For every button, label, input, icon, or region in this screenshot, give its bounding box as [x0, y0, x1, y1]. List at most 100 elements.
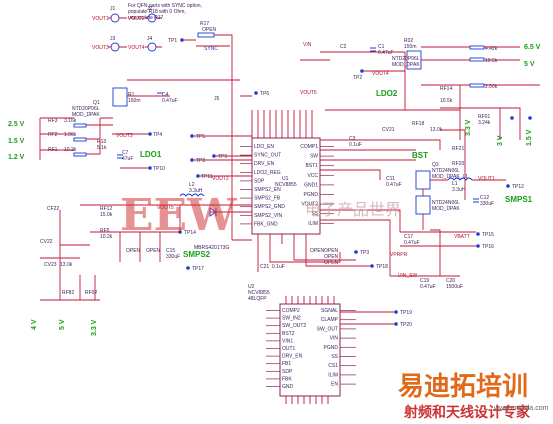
c7-ref: C7 — [122, 150, 129, 156]
rf82-label: RF82 — [62, 290, 74, 296]
rail-1v5: 1.5 V — [8, 138, 25, 145]
tp16-icon — [476, 244, 480, 248]
c3-label: C3 — [349, 136, 356, 142]
c11-label: C11 — [386, 176, 395, 182]
ic-pin-label: SMPS2_FB — [254, 196, 281, 202]
ic-pin-label: VIN1 — [282, 338, 293, 344]
ic-pin-label: SMPS2_VIN — [254, 213, 282, 219]
right-rails: 6.5 V 5 V 3.3 V 3 V 1.5 V — [465, 44, 541, 146]
u2-top-pins — [285, 296, 335, 304]
u2-body — [279, 303, 341, 397]
rail-5v-rot: 5 V — [59, 319, 66, 330]
block-smps1: SMPS1 — [505, 195, 533, 204]
tp6-icon — [254, 91, 258, 95]
tp9-label: TP9 — [218, 154, 227, 160]
rail-3v3-rot: 3.3 V — [91, 319, 98, 336]
block-ldo2: LDO2 — [376, 89, 398, 98]
note-line-1: For QFN parts with SYNC option, — [128, 3, 202, 9]
ic-pin-label: CS1 — [328, 363, 338, 369]
q3-part: NTD24N06L — [432, 168, 460, 174]
ic-pin-label: LDO2_REG — [254, 170, 281, 176]
tp15-icon — [476, 232, 480, 236]
ic-pin-label: COMP1 — [300, 144, 318, 150]
u2-part: NCV8855 — [248, 290, 270, 296]
rf2-body — [73, 137, 87, 142]
c3-value: 0.1uF — [349, 142, 362, 148]
rf01-ref: RF01 — [478, 114, 490, 120]
c1-ref: C1 — [378, 44, 385, 50]
c12-body — [473, 198, 479, 203]
tp14-label: TP14 — [184, 230, 196, 236]
net-vin-top: VIN — [303, 42, 312, 48]
block-ldo1: LDO1 — [140, 150, 162, 159]
rf2-value: 1.96k — [64, 132, 77, 138]
u2-ic: U2 NCV8855 48LQFP COMP2SW_IN2SW_OUT2BST2… — [248, 284, 412, 404]
ic-pin-label: PGND — [304, 192, 319, 198]
ic-pin-label: SDP — [282, 369, 293, 375]
u1-left-pins: LDO_ENSYNC_OUTDRV_ENLDO2_REGSDPSMPS2_ENS… — [240, 144, 285, 227]
tp10-icon — [148, 166, 152, 170]
l2-body — [179, 193, 205, 197]
ic-pin-label: VCC — [307, 173, 318, 179]
rf1-body — [73, 152, 87, 157]
q1-ref: Q1 — [93, 100, 100, 106]
rail-3v-right: 3 V — [497, 135, 504, 146]
c15-ref: C15 — [166, 248, 175, 254]
smps1-feedback-wires — [440, 129, 466, 200]
diode-part: MBRS4201T3G — [194, 245, 229, 251]
tp2-icon — [360, 69, 364, 73]
rf10-body — [469, 57, 485, 62]
c21-ref: C21 — [260, 264, 269, 270]
tp12-icon-top — [528, 116, 532, 120]
sync-block: R17 OPEN SYNC TP1 — [168, 21, 233, 100]
cf22-label: CF22 — [47, 206, 59, 212]
ic-pin-label: GND — [282, 384, 294, 390]
r17-value: OPEN — [202, 27, 217, 33]
block-bst: BST — [412, 151, 428, 160]
net-vout1-label: VOUT1 — [92, 16, 109, 22]
tp15-label: TP15 — [482, 232, 494, 238]
u1-body — [251, 137, 321, 235]
tp2-label: TP2 — [353, 75, 362, 81]
q1-body — [112, 87, 128, 107]
r1-value: 150m — [128, 98, 141, 104]
tp13-icon — [510, 116, 514, 120]
ic-pin-label: VIN — [330, 336, 339, 342]
top-left-connectors: J1 J2 J3 J4 VOUT1 VOUT2 VOUT3 VOUT4 — [92, 6, 162, 52]
tp1-icon — [180, 38, 184, 42]
ic-pin-label: PGND — [324, 345, 339, 351]
net-vout3-ldo1: VOUT3 — [116, 133, 133, 139]
connector-j2-label: J2 — [147, 6, 153, 12]
ic-pin-label: SYNC_OUT — [254, 153, 281, 159]
cv22-label: CV22 — [40, 239, 53, 245]
q3-body — [415, 170, 431, 190]
tp17-icon — [186, 266, 190, 270]
ic-pin-label: SMPS2_GND — [254, 204, 285, 210]
net-vout4-label: VOUT4 — [128, 45, 145, 51]
ic-pin-label: SW — [310, 154, 318, 160]
ldo2-right-wires — [440, 107, 521, 140]
tp12-label: TP12 — [512, 184, 524, 190]
smps2-wires — [40, 204, 181, 301]
rf3-ref: RF3 — [48, 118, 58, 124]
net-vout2-mid: VOUT2 — [212, 176, 229, 182]
ic-pin-label: ILIM — [328, 372, 338, 378]
ldo1-section: Q1 NTD20P06L MOD_DPAK R1 150m C4 0.47uF … — [39, 79, 240, 172]
net-vout5-label: VOUT5 — [157, 205, 174, 211]
c1-body — [370, 47, 376, 52]
c20-value: 1500uF — [446, 284, 463, 290]
tp12-icon — [506, 184, 510, 188]
c19-value: 0.47uF — [420, 284, 436, 290]
net-vout1-smps1: VOUT1 — [478, 176, 495, 182]
watermark-logo: 易迪拓培训 射频和天线设计专家 www.mweda.com — [398, 372, 549, 421]
ic-pin-label: COMP2 — [282, 308, 300, 314]
ic-pin-label: SW_OUT — [317, 326, 338, 332]
tp11-label: TP11 — [201, 174, 213, 180]
tp20-label: TP20 — [400, 322, 412, 328]
mid-connections: C3 0.1uF TP6 J5 TP5 TP8 TP9 VOUT2 C21 0.… — [180, 90, 388, 272]
smps2-section: TP11 L2 3.3uH MBRS4201T3G VOUT5 RF12 15.… — [40, 174, 229, 301]
note-line-2: populate R18 with 0 Ohm, — [128, 9, 186, 15]
open-2: OPEN — [324, 248, 339, 254]
rail-1v2: 1.2 V — [8, 154, 25, 161]
tp4-label: TP4 — [153, 132, 162, 138]
